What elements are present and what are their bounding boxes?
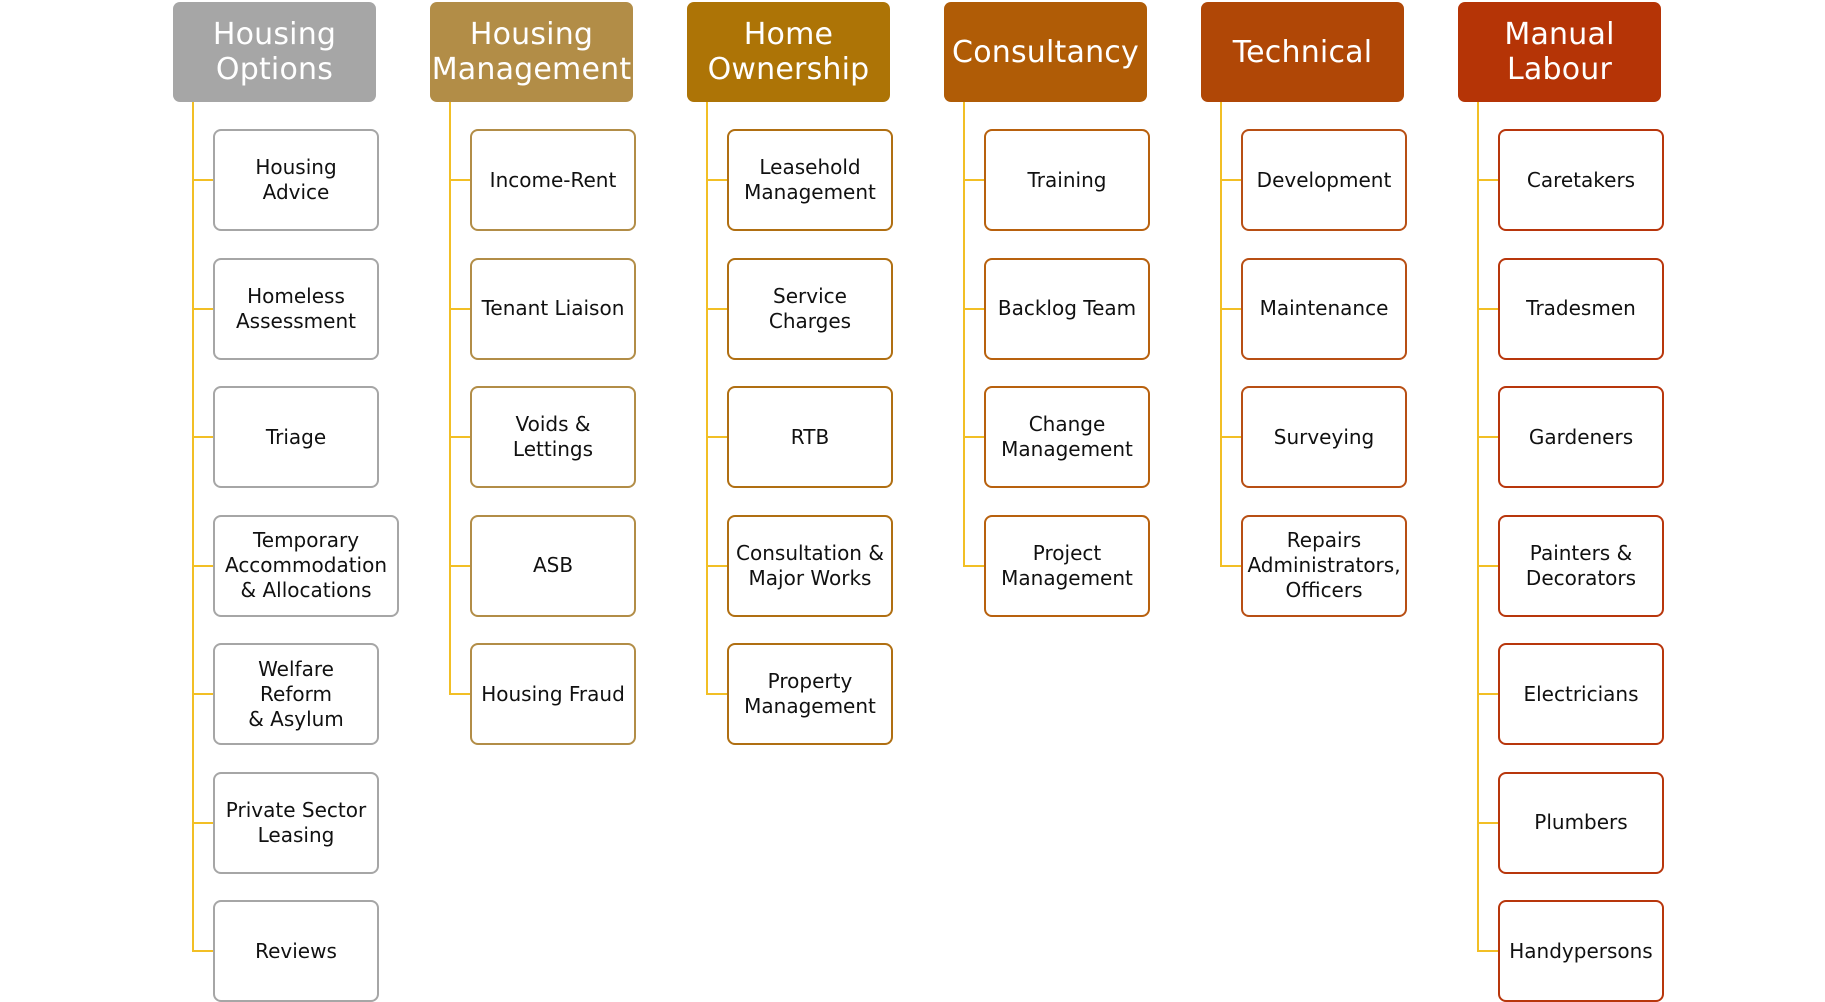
connector-branch	[1477, 179, 1499, 181]
header-consultancy: Consultancy	[944, 2, 1147, 102]
connector-branch	[1220, 436, 1242, 438]
connector-branch	[1220, 307, 1242, 310]
node-technical-0: Development	[1241, 129, 1407, 231]
node-consultancy-3: Project Management	[984, 514, 1150, 617]
node-technical-3: Repairs Administrators, Officers	[1241, 514, 1407, 617]
node-housing-options-0: Housing Advice	[213, 129, 379, 231]
node-manual-labour-4: Electricians	[1498, 643, 1664, 745]
connector-branch	[1220, 564, 1242, 567]
connector-branch	[706, 307, 728, 310]
connector-branch	[449, 179, 471, 181]
node-housing-options-2: Triage	[213, 386, 379, 488]
connector-trunk	[192, 102, 194, 952]
node-housing-options-4: Welfare Reform & Asylum	[213, 643, 379, 745]
connector-branch	[192, 821, 214, 824]
connector-trunk	[1220, 102, 1222, 567]
connector-branch	[192, 179, 214, 181]
node-housing-management-2: Voids & Lettings	[470, 386, 636, 488]
connector-branch	[706, 179, 728, 181]
node-home-ownership-2: RTB	[727, 386, 893, 488]
node-manual-labour-1: Tradesmen	[1498, 257, 1664, 360]
connector-branch	[449, 307, 471, 310]
connector-branch	[963, 436, 985, 438]
node-manual-labour-0: Caretakers	[1498, 129, 1664, 231]
node-housing-options-5: Private Sector Leasing	[213, 771, 379, 874]
connector-branch	[192, 564, 214, 567]
connector-branch	[963, 564, 985, 567]
node-home-ownership-1: Service Charges	[727, 257, 893, 360]
node-manual-labour-5: Plumbers	[1498, 771, 1664, 874]
node-consultancy-1: Backlog Team	[984, 257, 1150, 360]
connector-branch	[963, 179, 985, 181]
connector-trunk	[963, 102, 965, 567]
node-manual-labour-3: Painters & Decorators	[1498, 514, 1664, 617]
connector-branch	[706, 693, 728, 695]
node-technical-2: Surveying	[1241, 386, 1407, 488]
connector-branch	[706, 564, 728, 567]
node-housing-options-1: Homeless Assessment	[213, 257, 379, 360]
header-home-ownership: Home Ownership	[687, 2, 890, 102]
node-consultancy-0: Training	[984, 129, 1150, 231]
connector-branch	[1477, 950, 1499, 952]
node-home-ownership-0: Leasehold Management	[727, 129, 893, 231]
node-consultancy-2: Change Management	[984, 386, 1150, 488]
connector-branch	[963, 307, 985, 310]
connector-branch	[449, 693, 471, 695]
connector-trunk	[1477, 102, 1479, 952]
connector-branch	[1477, 436, 1499, 438]
connector-branch	[192, 436, 214, 438]
node-housing-management-4: Housing Fraud	[470, 643, 636, 745]
node-home-ownership-4: Property Management	[727, 643, 893, 745]
node-technical-1: Maintenance	[1241, 257, 1407, 360]
node-housing-management-1: Tenant Liaison	[470, 257, 636, 360]
connector-branch	[192, 693, 214, 695]
node-manual-labour-6: Handypersons	[1498, 900, 1664, 1002]
connector-branch	[1220, 179, 1242, 181]
node-home-ownership-3: Consultation & Major Works	[727, 514, 893, 617]
connector-trunk	[449, 102, 451, 695]
node-manual-labour-2: Gardeners	[1498, 386, 1664, 488]
node-housing-options-6: Reviews	[213, 900, 379, 1002]
connector-branch	[449, 436, 471, 438]
connector-branch	[706, 436, 728, 438]
header-housing-management: Housing Management	[430, 2, 633, 102]
connector-branch	[1477, 821, 1499, 824]
connector-branch	[1477, 693, 1499, 695]
connector-branch	[449, 564, 471, 567]
connector-branch	[192, 950, 214, 952]
header-manual-labour: Manual Labour	[1458, 2, 1661, 102]
connector-branch	[192, 307, 214, 310]
node-housing-management-3: ASB	[470, 514, 636, 617]
node-housing-options-3: Temporary Accommodation & Allocations	[213, 514, 399, 617]
header-technical: Technical	[1201, 2, 1404, 102]
header-housing-options: Housing Options	[173, 2, 376, 102]
connector-trunk	[706, 102, 708, 695]
connector-branch	[1477, 307, 1499, 310]
node-housing-management-0: Income-Rent	[470, 129, 636, 231]
connector-branch	[1477, 564, 1499, 567]
